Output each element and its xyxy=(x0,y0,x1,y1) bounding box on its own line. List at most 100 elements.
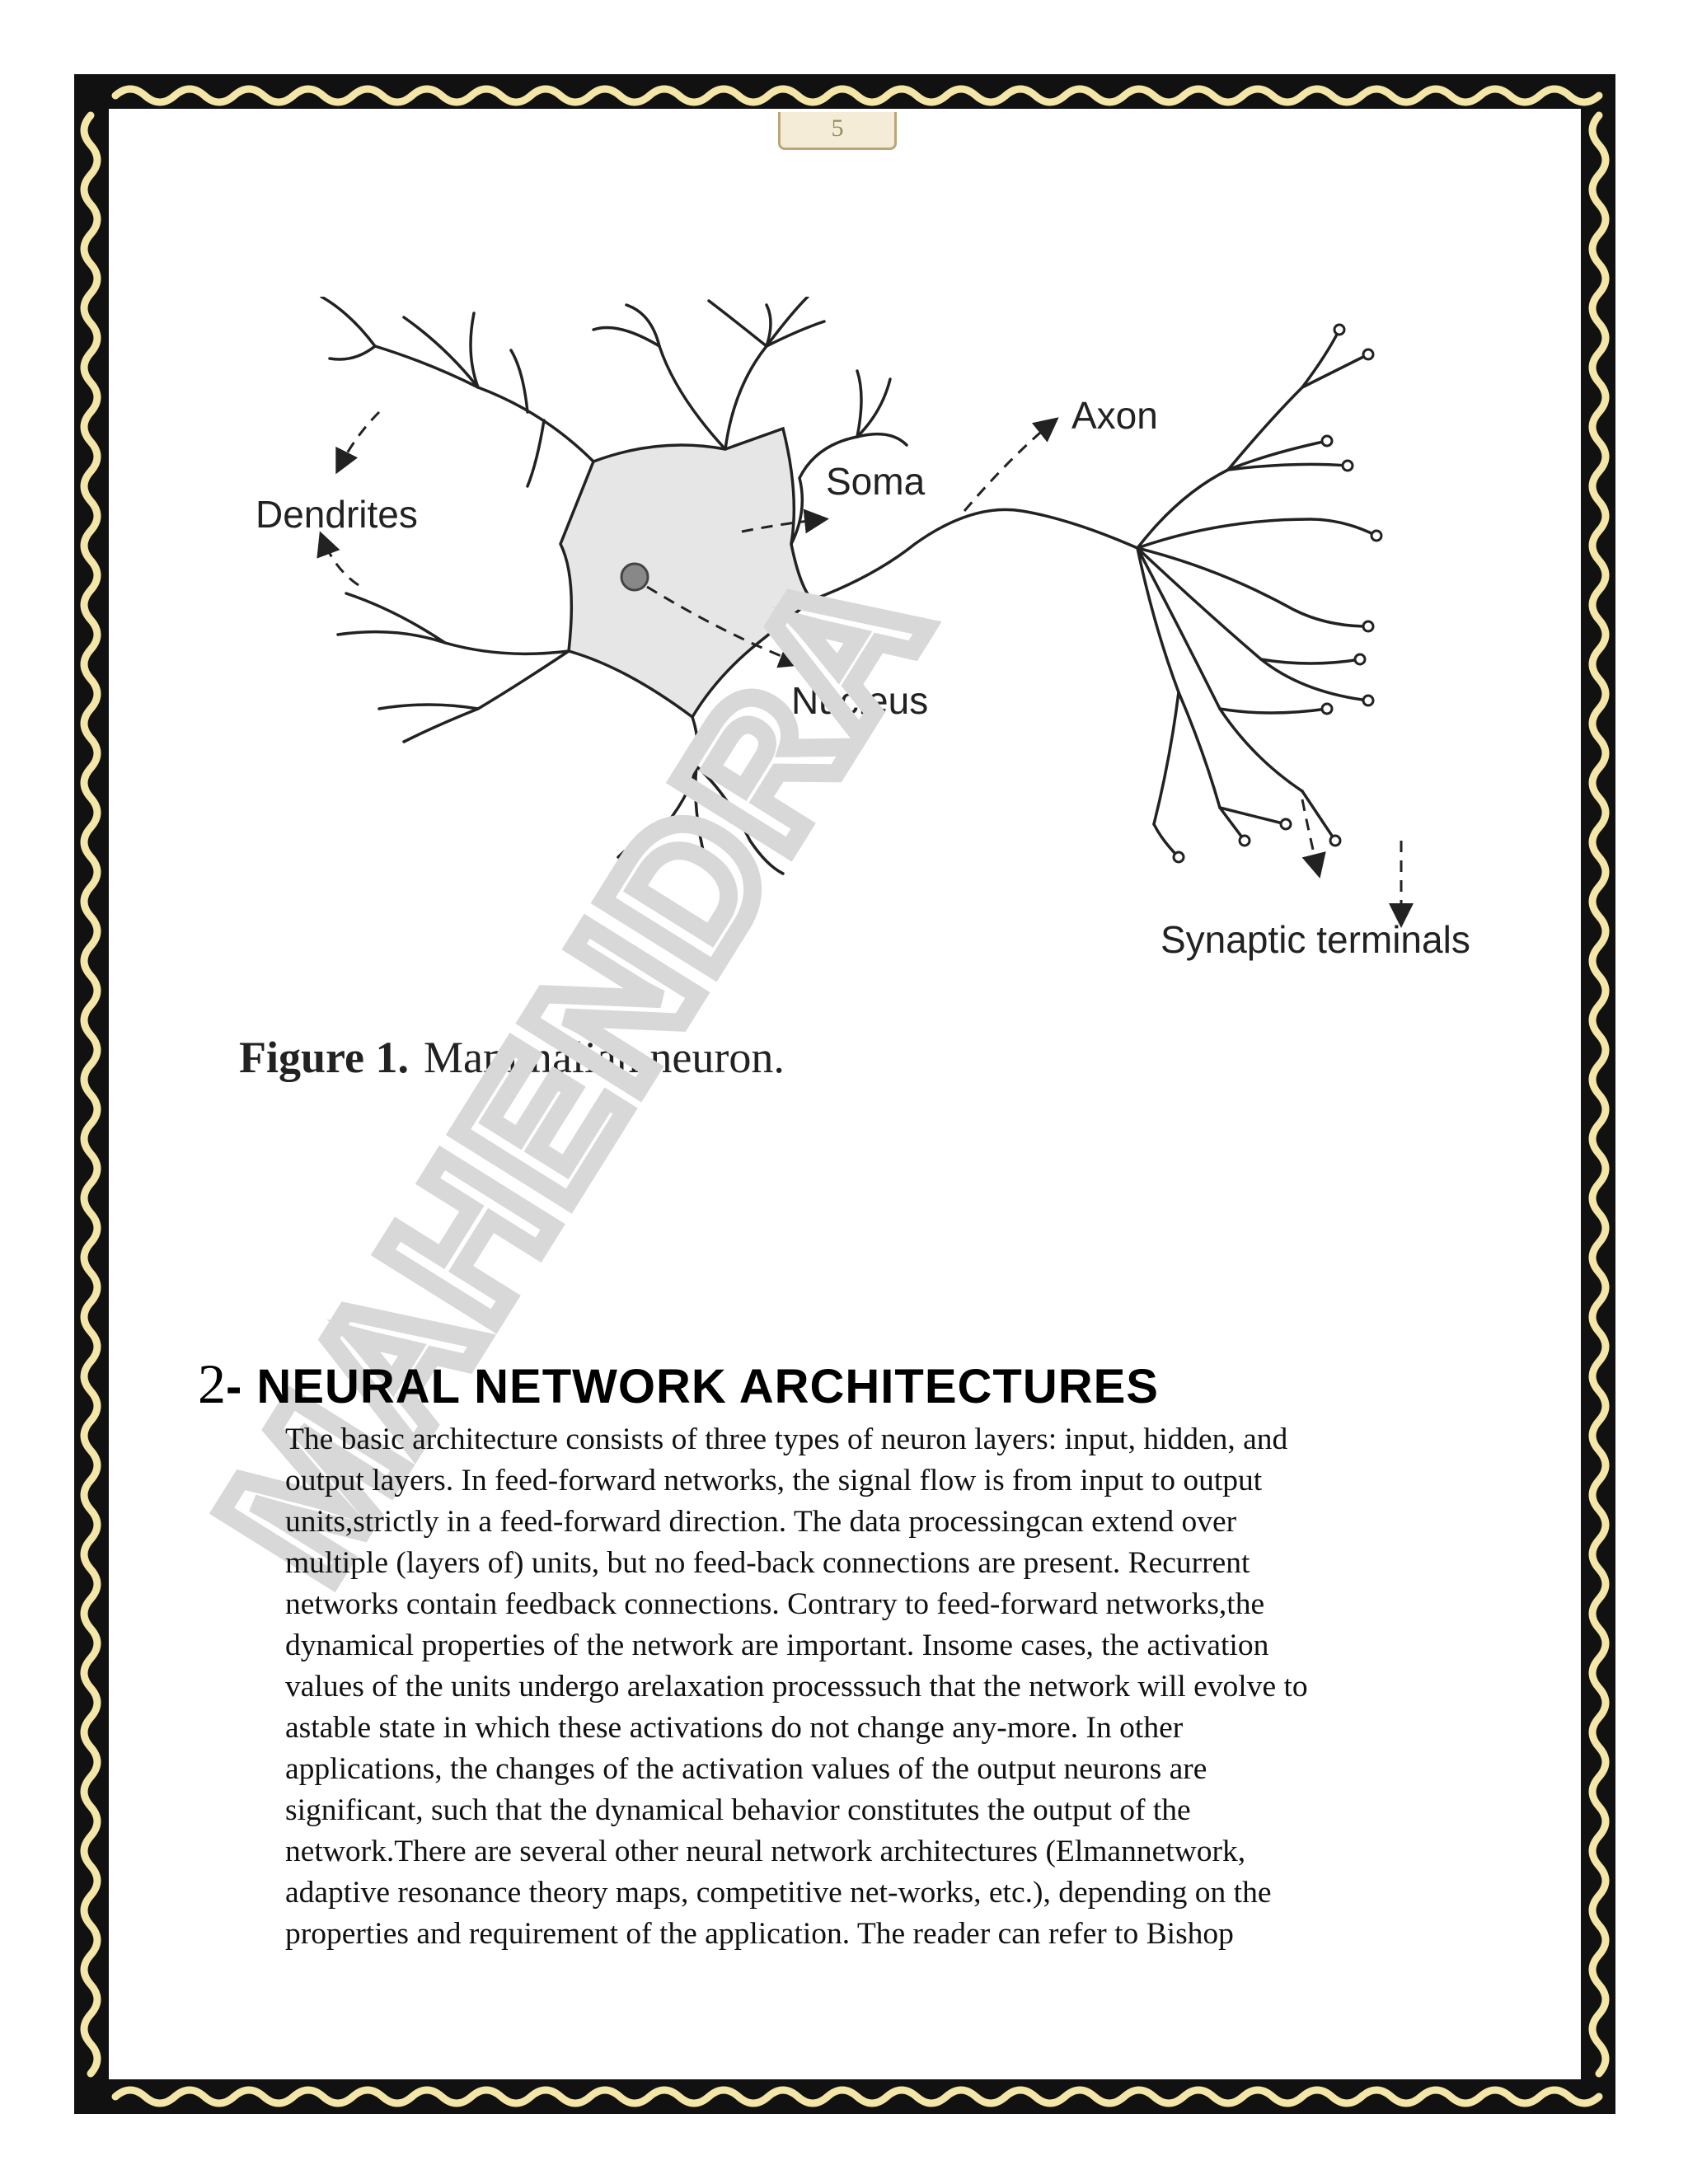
border-wave xyxy=(171,85,238,106)
border-wave xyxy=(586,85,654,106)
label-arrows xyxy=(316,410,1414,928)
body-line: output layers. In feed-forward networks,… xyxy=(285,1464,1263,1497)
border-wave xyxy=(883,85,950,106)
border-wave xyxy=(1588,764,1610,832)
border-wave xyxy=(80,2010,101,2078)
border-wave xyxy=(467,2086,535,2107)
body-line: adaptive resonance theory maps, competit… xyxy=(285,1876,1272,1910)
section-title: - NEURAL NETWORK ARCHITECTURES xyxy=(226,1360,1159,1413)
border-wave xyxy=(80,764,101,832)
border-wave xyxy=(80,289,101,357)
border-wave xyxy=(171,2086,238,2107)
border-wave xyxy=(80,1595,101,1662)
border-wave xyxy=(1588,1773,1610,1840)
border-wave xyxy=(80,1298,101,1366)
border-wave xyxy=(80,1713,101,1781)
body-line: astable state in which these activations… xyxy=(285,1711,1184,1745)
page-number: 5 xyxy=(778,112,897,150)
border-wave xyxy=(1476,2086,1544,2107)
border-wave xyxy=(1417,85,1484,106)
border-wave xyxy=(1588,823,1610,891)
border-wave xyxy=(349,2086,416,2107)
body-line: properties and requirement of the applic… xyxy=(285,1917,1234,1951)
border-wave xyxy=(408,85,476,106)
border-wave xyxy=(527,2086,594,2107)
body-line: dynamical properties of the network are … xyxy=(285,1629,1269,1662)
border-wave xyxy=(1588,467,1610,535)
label-soma: Soma xyxy=(826,460,926,503)
border-wave xyxy=(80,1654,101,1722)
border-wave xyxy=(1357,2086,1425,2107)
section-heading: 2- NEURAL NETWORK ARCHITECTURES xyxy=(198,1352,1159,1417)
border-wave xyxy=(823,2086,891,2107)
border-wave xyxy=(1179,85,1247,106)
border-wave xyxy=(80,1001,101,1069)
border-wave xyxy=(1536,85,1603,106)
figure-caption-label: Figure 1. xyxy=(239,1033,409,1082)
border-wave xyxy=(1588,1476,1610,1544)
body-line: multiple (layers of) units, but no feed-… xyxy=(285,1546,1250,1580)
border-wave xyxy=(111,85,179,106)
border-wave xyxy=(80,1773,101,1840)
border-wave xyxy=(1588,1179,1610,1247)
border-wave xyxy=(1001,2086,1069,2107)
border-wave xyxy=(467,85,535,106)
nucleus-dot xyxy=(620,562,649,592)
border-wave xyxy=(1588,230,1610,298)
label-axon: Axon xyxy=(1071,394,1158,437)
body-line: networks contain feedback connections. C… xyxy=(285,1587,1265,1621)
border-wave xyxy=(1239,2086,1306,2107)
border-wave xyxy=(80,1476,101,1544)
label-dendrites: Dendrites xyxy=(256,493,418,536)
border-wave xyxy=(80,823,101,891)
border-wave xyxy=(942,2086,1010,2107)
border-wave xyxy=(1588,111,1610,179)
border-wave xyxy=(1588,1061,1610,1128)
border-wave xyxy=(80,1239,101,1306)
label-nucleus: Nucleus xyxy=(791,679,928,722)
border-wave xyxy=(1588,171,1610,238)
border-wave xyxy=(1417,2086,1484,2107)
border-wave xyxy=(289,85,357,106)
border-wave xyxy=(80,408,101,476)
border-wave xyxy=(289,2086,357,2107)
border-wave xyxy=(645,2086,713,2107)
body-line: values of the units undergo arelaxation … xyxy=(285,1670,1308,1704)
border-wave xyxy=(1588,1654,1610,1722)
border-wave xyxy=(80,1535,101,1603)
border-wave xyxy=(1536,2086,1603,2107)
border-wave xyxy=(80,942,101,1010)
section-number: 2 xyxy=(198,1352,226,1415)
neuron-diagram: Dendrites Soma Axon Nucleus Synaptic ter… xyxy=(256,297,1470,961)
body-line: network.There are several other neural n… xyxy=(285,1835,1246,1868)
soma-body xyxy=(559,426,814,719)
border-wave xyxy=(1298,2086,1366,2107)
border-wave xyxy=(1588,1239,1610,1306)
border-wave xyxy=(942,85,1010,106)
body-line: units,strictly in a feed-forward directi… xyxy=(285,1505,1237,1539)
border-wave xyxy=(1588,1001,1610,1069)
border-wave xyxy=(408,2086,476,2107)
border-wave xyxy=(1061,2086,1128,2107)
border-wave xyxy=(1588,408,1610,476)
border-wave xyxy=(80,586,101,654)
border-wave xyxy=(883,2086,950,2107)
border-wave xyxy=(1588,1417,1610,1484)
border-wave xyxy=(1476,85,1544,106)
border-wave xyxy=(80,111,101,179)
border-wave xyxy=(80,171,101,238)
border-wave xyxy=(1001,85,1069,106)
border-wave xyxy=(80,1832,101,1900)
border-wave xyxy=(1588,1120,1610,1188)
border-wave xyxy=(80,1417,101,1484)
border-wave xyxy=(230,2086,298,2107)
synaptic-knobs xyxy=(1172,323,1383,864)
border-wave xyxy=(111,2086,179,2107)
border-wave xyxy=(1588,1951,1610,2018)
figure-caption-text: Mammalian neuron. xyxy=(423,1033,785,1082)
border-wave xyxy=(1179,2086,1247,2107)
body-line: applications, the changes of the activat… xyxy=(285,1752,1207,1786)
border-wave xyxy=(764,2086,832,2107)
border-wave xyxy=(80,1179,101,1247)
